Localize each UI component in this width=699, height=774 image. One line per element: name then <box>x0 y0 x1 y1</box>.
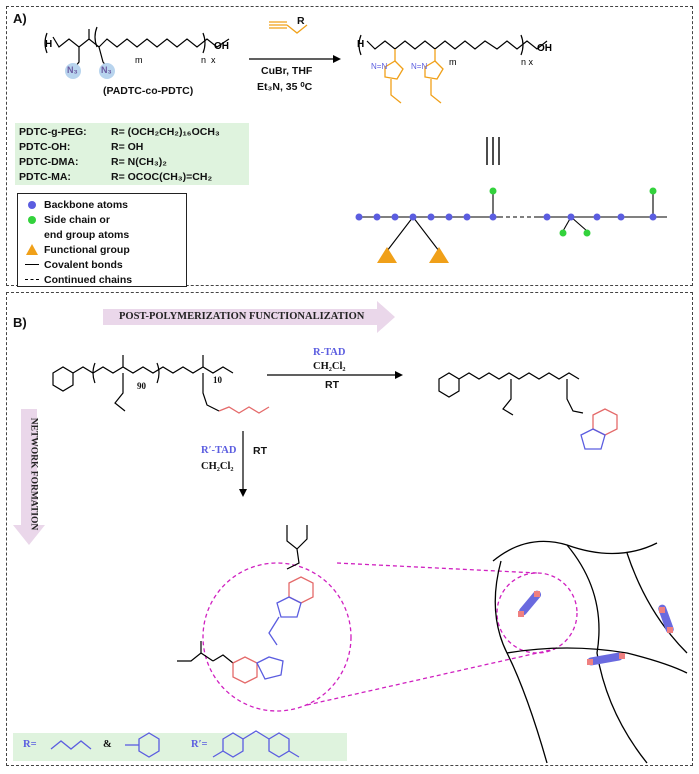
blue-dot-icon <box>28 200 36 209</box>
monomer-name: (PADTC-co-PDTC) <box>103 85 194 97</box>
svg-text:m: m <box>449 57 457 67</box>
green-dot-icon <box>28 215 36 224</box>
product-name: PDTC-MA: <box>19 171 71 183</box>
panel-b: B) <box>6 292 693 766</box>
subscript-90: 90 <box>137 381 146 391</box>
dashed-line-icon <box>25 279 39 280</box>
svg-text:H: H <box>357 39 364 50</box>
rprime-definition: R′= <box>191 739 208 750</box>
svg-text:x: x <box>211 55 216 65</box>
conditions-line2: Et₃N, 35 ⁰C <box>257 81 313 93</box>
rt-down: RT <box>253 445 267 457</box>
product-name: PDTC-DMA: <box>19 156 79 168</box>
reagent-down: R′-TAD <box>201 445 237 456</box>
subscript-10: 10 <box>213 375 222 385</box>
r-definition: R= <box>23 739 37 750</box>
panel-a-structures: H OH n x m H OH m n x <box>44 21 667 263</box>
legend-item: Covalent bonds <box>24 257 180 272</box>
product-r: R= OCOC(CH₃)=CH₂ <box>111 171 213 183</box>
arrow-side-label: NETWORK FORMATION <box>28 417 39 531</box>
legend-item: Continued chains <box>24 272 180 287</box>
arrow-top-label: POST-POLYMERIZATION FUNCTIONALIZATION <box>119 311 365 322</box>
product-name: PDTC-g-PEG: <box>19 126 87 138</box>
panel-a: A) H OH n x m <box>6 6 693 287</box>
product-r: R= (OCH₂CH₂)₁₆OCH₃ <box>111 126 220 138</box>
orange-triangle-icon <box>26 244 38 255</box>
solvent-top: CH₂Cl₂ <box>313 361 346 372</box>
azide-left-label: N₃ <box>67 65 78 75</box>
svg-text:N=N: N=N <box>371 62 387 71</box>
product-name: PDTC-OH: <box>19 141 71 153</box>
product-r: R= OH <box>111 141 144 153</box>
svg-text:m: m <box>135 55 143 65</box>
solid-line-icon <box>25 264 39 265</box>
legend-item: Side chain or <box>24 212 180 227</box>
rt-top: RT <box>325 379 339 391</box>
reagent-top: R-TAD <box>313 347 346 358</box>
solvent-down: CH₂Cl₂ <box>201 461 234 472</box>
ampersand: & <box>103 739 112 750</box>
svg-text:OH: OH <box>214 41 229 52</box>
products-box: PDTC-g-PEG: R= (OCH₂CH₂)₁₆OCH₃ PDTC-OH: R=… <box>15 123 249 185</box>
svg-text:OH: OH <box>537 43 552 54</box>
panel-b-label: B) <box>13 315 27 330</box>
legend-item: Functional group <box>24 242 180 257</box>
panel-b-structures <box>13 301 688 764</box>
svg-text:n: n <box>201 55 206 65</box>
legend-item: Backbone atoms <box>24 197 180 212</box>
azide-right-label: N₃ <box>101 65 112 75</box>
svg-text:H: H <box>45 39 52 50</box>
alkyne-r-label: R <box>297 15 305 27</box>
legend: Backbone atoms Side chain or end group a… <box>17 193 187 287</box>
svg-text:n x: n x <box>521 57 534 67</box>
product-r: R= N(CH₃)₂ <box>111 156 167 168</box>
panel-a-label: A) <box>13 11 27 26</box>
legend-item: end group atoms <box>44 228 130 241</box>
conditions-line1: CuBr, THF <box>261 65 313 77</box>
svg-text:N=N: N=N <box>411 62 427 71</box>
